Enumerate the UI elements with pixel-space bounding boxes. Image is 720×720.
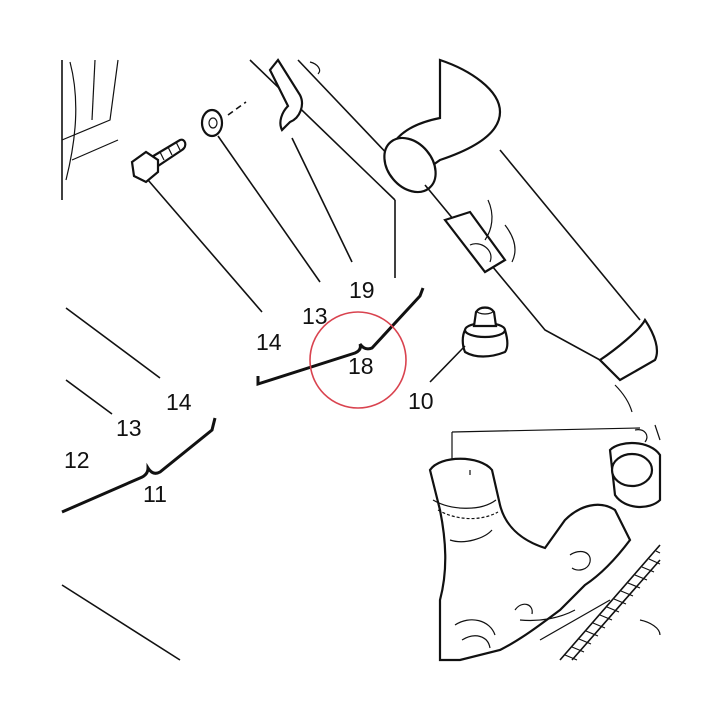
leader-10 (429, 345, 466, 383)
callout-14-lower: 14 (166, 389, 192, 415)
brace-11 (61, 417, 217, 514)
y-junction-assembly (428, 424, 662, 662)
bolt (130, 138, 187, 184)
washer (200, 101, 247, 138)
highlight-circle (309, 311, 407, 409)
leader-14-lower (65, 307, 161, 379)
group-braces (61, 287, 425, 514)
callout-11: 11 (143, 481, 167, 507)
callout-19: 19 (349, 277, 375, 303)
threaded-rod (559, 544, 661, 661)
leader-14-upper (147, 179, 263, 313)
hook-clip (268, 58, 321, 132)
lower-panel (61, 584, 181, 661)
callout-12: 12 (64, 447, 90, 473)
callout-18: 18 (348, 353, 374, 379)
steering-column (249, 58, 659, 413)
brace-18 (256, 287, 425, 387)
leader-lines (65, 135, 466, 415)
leader-13-upper (217, 135, 321, 283)
frame-panel (61, 59, 119, 200)
callout-14-upper: 14 (256, 329, 282, 355)
cap-nut (461, 306, 509, 358)
callout-13-lower: 13 (116, 415, 142, 441)
callout-10: 10 (408, 388, 434, 414)
callout-13-upper: 13 (302, 303, 328, 329)
leader-19 (291, 137, 353, 263)
leader-13-lower (65, 379, 113, 415)
callout-labels: 19 13 14 18 10 14 13 12 11 (64, 277, 434, 507)
